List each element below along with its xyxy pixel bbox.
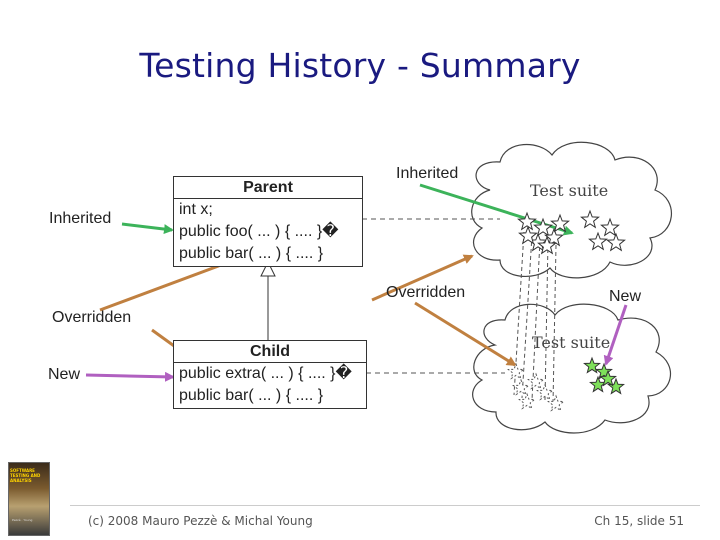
label-new-left: New [48, 366, 81, 383]
child-member: public extra( ... ) { .... }� [179, 365, 352, 382]
test-star-top [517, 211, 537, 231]
test-suite-label-top: Test suite [530, 181, 609, 200]
slide-title: Testing History - Summary [139, 46, 581, 85]
test-suite-label-bottom: Test suite [532, 333, 611, 352]
generalization-arrowhead [260, 260, 276, 277]
test-star-dashed [507, 362, 525, 380]
parent-member: public foo( ... ) { .... }� [179, 223, 339, 240]
test-star-new [595, 362, 613, 380]
label-new-right: New [609, 288, 642, 305]
test-star-top [550, 213, 570, 233]
test-star-top [537, 235, 557, 255]
test-star-top [580, 209, 600, 229]
footer-slide-number: Ch 15, slide 51 [594, 514, 684, 528]
parent-member: public bar( ... ) { .... } [179, 245, 324, 262]
label-overridden-left: Overridden [52, 309, 132, 326]
new-arrow-left [85, 371, 175, 382]
label-overridden-right: Overridden [386, 284, 466, 301]
book-cover-image [8, 462, 50, 536]
new-arrow-right [603, 304, 628, 366]
footer-copyright: (c) 2008 Mauro Pezzè & Michal Young [88, 514, 313, 528]
label-inherited-right: Inherited [396, 165, 459, 182]
parent-class-box: Parent int x; public foo( ... ) { .... }… [173, 176, 363, 267]
test-star-dashed [527, 372, 545, 390]
test-star-top [544, 227, 564, 247]
label-inherited-left: Inherited [49, 210, 112, 227]
test-star-new [599, 369, 617, 387]
overridden-arrow-right-bottom [414, 301, 517, 367]
test-star-top [518, 225, 538, 245]
child-member: public bar( ... ) { .... } [179, 387, 324, 404]
test-suite-cloud-top [471, 141, 672, 279]
test-star-top [606, 232, 626, 252]
parent-member: int x; [179, 201, 213, 218]
test-star-dashed [536, 383, 554, 401]
inherited-arrow-left [121, 222, 174, 235]
test-star-top [533, 217, 553, 237]
test-star-top [600, 217, 620, 237]
book-cover-title: SOFTWARE TESTING AND ANALYSIS [10, 468, 41, 483]
test-star-dashed [547, 394, 565, 412]
test-star-dashed [518, 392, 536, 410]
test-star-new [583, 356, 601, 374]
test-suite-cloud-bottom [472, 303, 672, 434]
child-class-name: Child [174, 341, 366, 363]
test-star-top [588, 231, 608, 251]
parent-class-name: Parent [174, 177, 362, 199]
book-cover-authors: Pezzè · Young [12, 518, 33, 522]
child-class-box: Child public extra( ... ) { .... }� publ… [173, 340, 367, 409]
test-star-dashed [512, 378, 530, 396]
footer-divider [70, 505, 700, 506]
overridden-arrow-right-top [371, 254, 474, 302]
